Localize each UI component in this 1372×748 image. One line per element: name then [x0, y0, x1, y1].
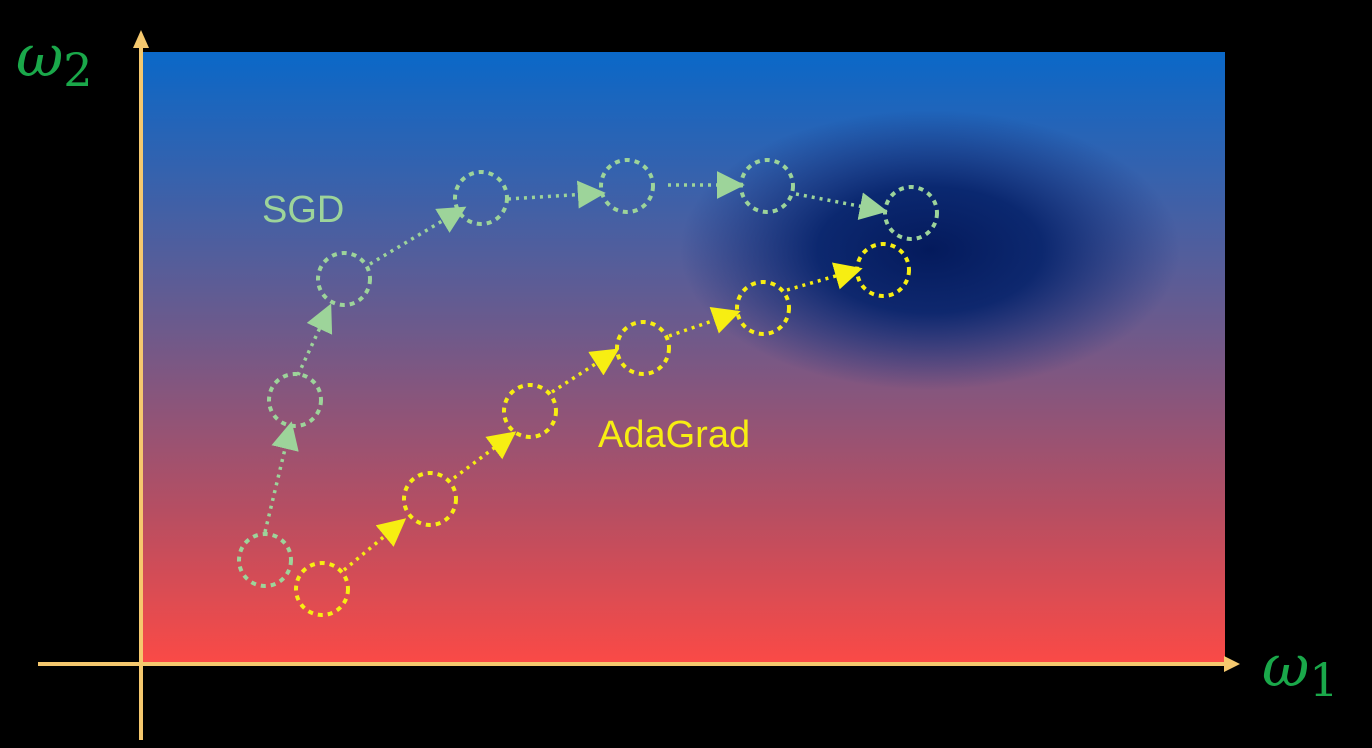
- adagrad-label: AdaGrad: [598, 414, 750, 456]
- sgd-label: SGD: [262, 189, 344, 231]
- adagrad-point-3: [502, 383, 558, 439]
- adagrad-step-3: [551, 348, 620, 394]
- sgd-point-3: [316, 251, 372, 307]
- y-axis-label: ω2: [16, 22, 93, 97]
- adagrad-steps: [342, 262, 863, 572]
- sgd-point-7: [883, 185, 939, 241]
- adagrad-point-4: [615, 320, 671, 376]
- sgd-point-5: [599, 158, 655, 214]
- sgd-step-3: [369, 206, 467, 266]
- sgd-point-2: [267, 372, 323, 428]
- x-axis-arrowhead: [1224, 656, 1240, 672]
- adagrad-points: [294, 242, 911, 617]
- y-axis-arrowhead: [133, 30, 149, 48]
- sgd-step-1: [263, 421, 299, 533]
- sgd-points: [237, 158, 939, 588]
- minimum-region: [680, 110, 1180, 390]
- sgd-point-6: [739, 158, 795, 214]
- sgd-steps: [263, 171, 888, 533]
- adagrad-path: [294, 242, 911, 617]
- adagrad-step-1: [342, 518, 407, 572]
- adagrad-point-1: [294, 561, 350, 617]
- sgd-point-4: [453, 170, 509, 226]
- adagrad-point-6: [855, 242, 911, 298]
- x-axis-label: ω1: [1262, 632, 1339, 707]
- sgd-point-1: [237, 532, 293, 588]
- adagrad-point-5: [735, 280, 791, 336]
- axes: [38, 46, 1228, 740]
- adagrad-point-2: [402, 471, 458, 527]
- sgd-path: [237, 158, 939, 588]
